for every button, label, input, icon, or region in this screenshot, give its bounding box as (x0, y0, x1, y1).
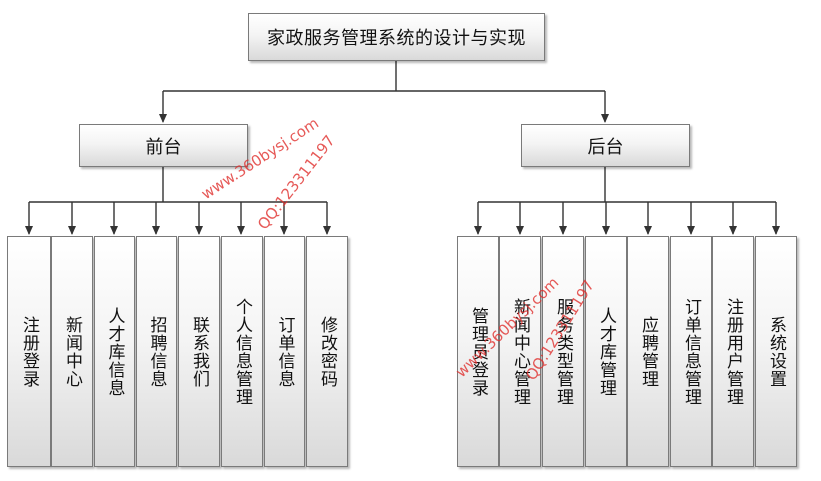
back-leaf-admin-login: 管理员登录 (457, 236, 499, 467)
leaf-label: 联系我们 (189, 315, 209, 388)
root-node: 家政服务管理系统的设计与实现 (248, 13, 545, 61)
leaf-label: 人才库信息 (104, 306, 125, 397)
front-node-label: 前台 (145, 136, 182, 158)
back-node-label: 后台 (587, 136, 624, 158)
leaf-label: 服务类型管理 (553, 297, 573, 406)
front-node: 前台 (79, 124, 248, 167)
front-leaf-talent-info: 人才库信息 (94, 236, 135, 467)
root-node-label: 家政服务管理系统的设计与实现 (267, 28, 526, 49)
back-leaf-talent-manage: 人才库管理 (585, 236, 627, 467)
leaf-label: 注册用户管理 (723, 297, 743, 406)
front-leaf-order-info: 订单信息 (264, 236, 305, 467)
back-leaf-news-manage: 新闻中心管理 (499, 236, 541, 467)
leaf-label: 订单信息 (274, 315, 295, 388)
front-leaf-register-login: 注册登录 (7, 236, 51, 467)
back-node: 后台 (521, 124, 690, 167)
front-leaf-news-center: 新闻中心 (51, 236, 93, 467)
leaf-label: 新闻中心 (62, 315, 82, 388)
leaf-label: 人才库管理 (596, 306, 616, 397)
back-leaf-user-manage: 注册用户管理 (712, 236, 754, 467)
back-leaf-application-manage: 应聘管理 (627, 236, 669, 467)
front-leaf-change-password: 修改密码 (306, 236, 348, 467)
front-leaf-personal-info: 个人信息管理 (221, 236, 263, 467)
front-leaf-contact-us: 联系我们 (178, 236, 220, 467)
leaf-label: 修改密码 (317, 315, 337, 388)
front-leaf-recruit-info: 招聘信息 (136, 236, 177, 467)
leaf-label: 注册登录 (19, 315, 39, 388)
back-leaf-order-manage: 订单信息管理 (670, 236, 712, 467)
leaf-label: 新闻中心管理 (510, 297, 530, 406)
leaf-label: 应聘管理 (638, 315, 658, 388)
leaf-label: 个人信息管理 (232, 297, 252, 406)
leaf-label: 订单信息管理 (681, 297, 701, 406)
leaf-label: 管理员登录 (468, 306, 488, 397)
back-leaf-service-type-manage: 服务类型管理 (542, 236, 584, 467)
back-leaf-system-settings: 系统设置 (755, 236, 797, 467)
leaf-label: 招聘信息 (146, 315, 167, 388)
leaf-label: 系统设置 (766, 315, 786, 388)
